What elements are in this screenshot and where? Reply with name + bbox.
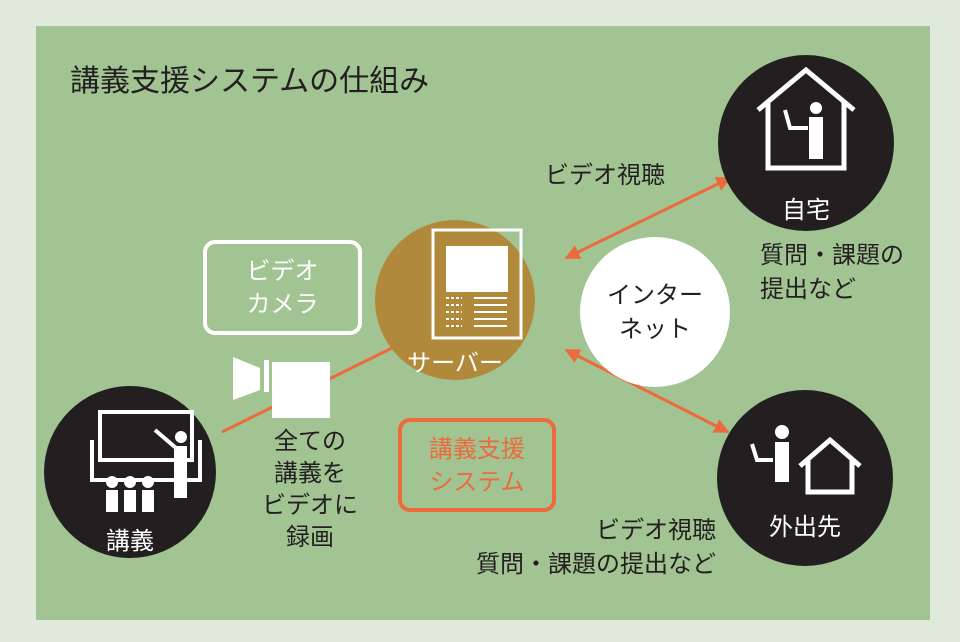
internet-line: ネット xyxy=(619,315,691,343)
server-icon xyxy=(431,228,523,340)
record-label: 全ての講義をビデオに録画 xyxy=(250,425,370,553)
house-person-icon xyxy=(756,66,856,171)
server-label: サーバー xyxy=(407,349,503,377)
lecture-icon xyxy=(90,410,202,512)
page-title: 講義支援システムの仕組み xyxy=(70,64,430,99)
internet-node xyxy=(580,237,730,387)
system-line: システム xyxy=(429,468,525,496)
video-camera-label: ビデオカメラ xyxy=(205,255,360,321)
internet-label: インターネット xyxy=(595,278,715,346)
system-line: 講義支援 xyxy=(429,435,525,463)
video-camera-line: カメラ xyxy=(246,290,319,318)
outside-label: 外出先 xyxy=(769,513,841,541)
outside-text-line: 質問・課題の提出など xyxy=(476,550,716,578)
outside-text: ビデオ視聴質問・課題の提出など xyxy=(430,513,716,581)
system-label: 講義支援システム xyxy=(400,433,554,499)
home-submit-line: 質問・課題の xyxy=(760,241,904,269)
video-camera-icon xyxy=(233,357,330,418)
home-submit-line: 提出など xyxy=(760,275,856,303)
record-line: 講義を xyxy=(274,459,346,487)
home-node xyxy=(718,55,894,231)
video-camera-line: ビデオ xyxy=(246,257,319,285)
internet-line: インター xyxy=(607,281,703,309)
record-line: 全ての xyxy=(274,427,346,455)
system-box xyxy=(398,418,556,512)
lecture-node xyxy=(44,386,216,558)
server-home-arrow xyxy=(564,176,732,260)
record-line: ビデオに xyxy=(262,491,358,519)
outside-text-line: ビデオ視聴 xyxy=(596,516,716,544)
person-house-icon xyxy=(750,425,862,495)
server-outside-arrow xyxy=(564,348,730,434)
record-line: 録画 xyxy=(286,523,334,551)
lecture-label: 講義 xyxy=(106,527,154,555)
video-camera-box xyxy=(203,240,362,335)
outside-node xyxy=(717,390,893,566)
home-label: 自宅 xyxy=(782,196,830,224)
home-submit-label: 質問・課題の提出など xyxy=(760,238,904,306)
home-video-label: ビデオ視聴 xyxy=(545,161,665,189)
